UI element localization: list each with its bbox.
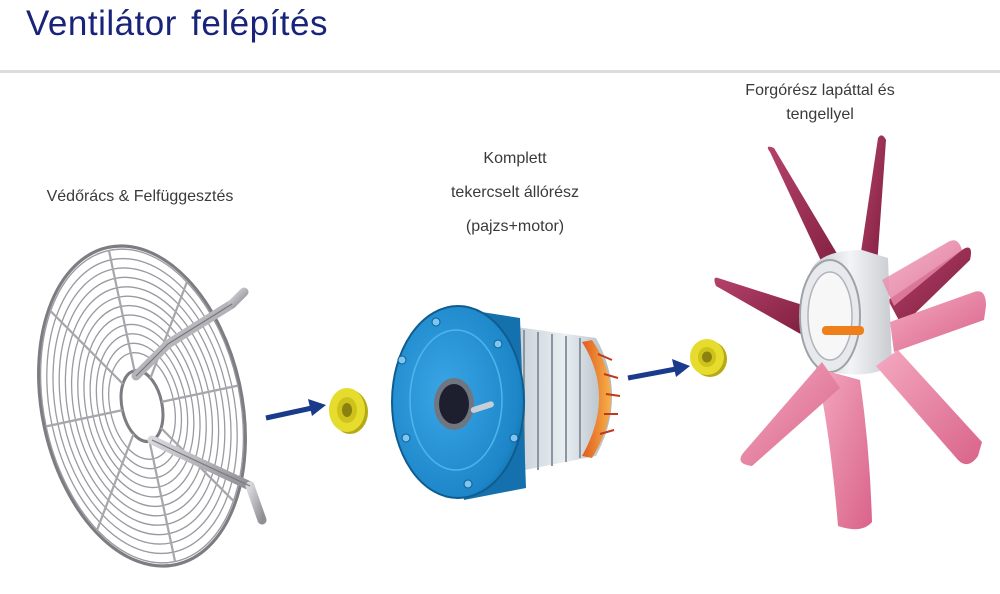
guard-label: Védőrács & Felfüggesztés [20, 180, 260, 214]
rotor-label-line-1: Forgórész lapáttal és [745, 82, 895, 99]
stator-label: Komplett tekercselt állórész (pajzs+moto… [410, 142, 620, 244]
guard-label-text: Védőrács & Felfüggesztés [46, 188, 234, 205]
guard-grille-illustration [18, 228, 280, 580]
bearing-illustration [686, 336, 732, 380]
title-divider [0, 70, 1000, 73]
slide-title: Ventilátor felépítés [26, 4, 328, 43]
stator-motor-illustration [386, 288, 632, 514]
bearing-illustration [326, 384, 372, 436]
rotor-impeller-illustration [712, 130, 990, 534]
stator-label-line-1: Komplett [483, 150, 547, 167]
stator-label-line-3: (pajzs+motor) [465, 218, 565, 235]
stator-label-line-2: tekercselt állórész [450, 184, 580, 201]
arrow-right-icon [264, 398, 328, 424]
arrow-right-icon [626, 358, 692, 384]
rotor-label: Forgórész lapáttal és tengellyel [700, 79, 940, 127]
rotor-label-line-2: tengellyel [786, 106, 854, 123]
